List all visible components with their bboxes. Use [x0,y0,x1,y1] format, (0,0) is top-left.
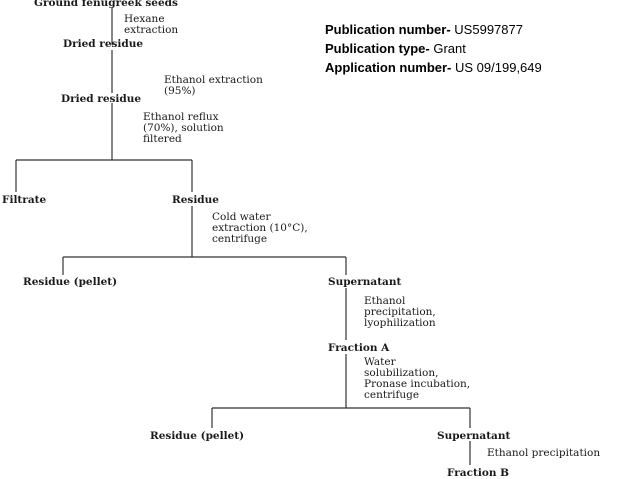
node-dried-residue-2: Dried residue [61,93,142,105]
step-ethanol-reflux: Ethanol reflux (70%), solution filtered [143,111,224,145]
publication-number-label: Publication number- [325,22,451,37]
step-ethanol-precipitation-lyophilization: Ethanol precipitation, lyophilization [364,295,436,329]
node-dried-residue-1: Dried residue [63,38,144,50]
publication-number-row: Publication number- US5997877 [325,20,542,39]
node-fraction-b: Fraction B [447,467,510,479]
step-water-solubilization: Water solubilization, Pronase incubation… [364,356,471,401]
step-cold-water-extraction: Cold water extraction (10°C), centrifuge [212,211,308,245]
step-ethanol-precipitation: Ethanol precipitation [487,447,601,459]
step-ethanol-extraction: Ethanol extraction (95%) [164,74,263,97]
publication-type-row: Publication type- Grant [325,39,542,58]
node-ground-seeds: Ground fenugreek seeds [34,0,178,9]
publication-number-value: US5997877 [454,22,523,37]
node-fraction-a: Fraction A [328,342,390,354]
application-number-value: US 09/199,649 [455,60,542,75]
node-residue-pellet-2: Residue (pellet) [150,430,245,442]
node-filtrate: Filtrate [2,194,47,206]
application-number-row: Application number- US 09/199,649 [325,58,542,77]
node-supernatant-1: Supernatant [328,276,402,288]
publication-type-value: Grant [433,41,466,56]
node-residue: Residue [172,194,219,206]
publication-info: Publication number- US5997877 Publicatio… [325,20,542,77]
node-supernatant-2: Supernatant [437,430,511,442]
publication-type-label: Publication type- [325,41,430,56]
step-hexane-extraction: Hexane extraction [124,13,179,36]
node-residue-pellet-1: Residue (pellet) [23,276,118,288]
application-number-label: Application number- [325,60,452,75]
